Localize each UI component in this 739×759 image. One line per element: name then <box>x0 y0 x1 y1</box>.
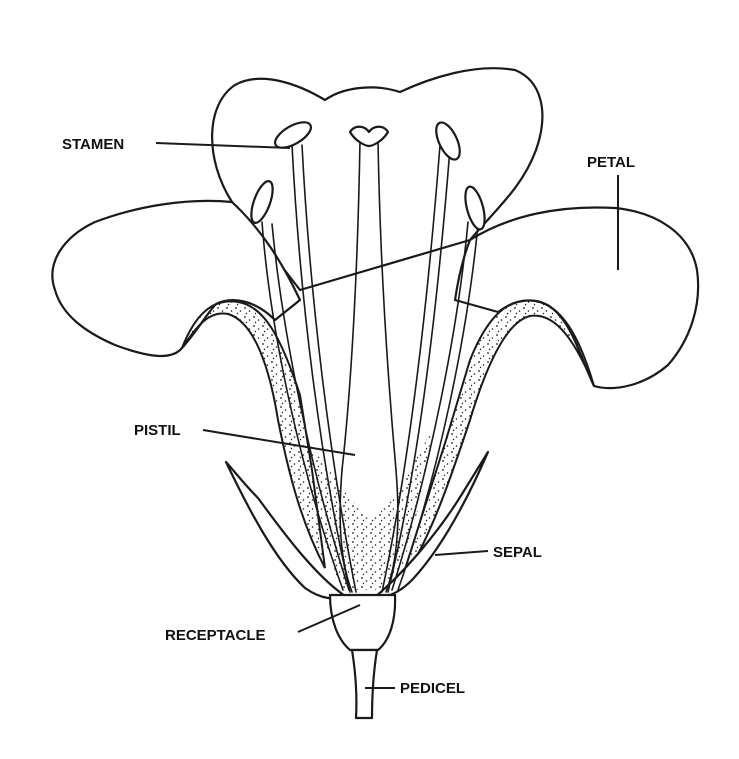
pistil-style-b <box>377 139 397 471</box>
pistil-label: PISTIL <box>134 422 181 439</box>
anther-2 <box>274 121 312 149</box>
tube-stipple <box>300 430 432 590</box>
pedicel-label: PEDICEL <box>400 680 465 697</box>
left-petal-rim <box>181 300 326 569</box>
sepal-leader <box>434 550 489 556</box>
filament-4 <box>391 221 469 591</box>
left-petal <box>51 199 302 358</box>
pistil-style <box>341 139 361 471</box>
filament-4b <box>397 223 479 591</box>
filament-2b <box>301 144 357 593</box>
receptacle <box>328 593 397 652</box>
stamen-leader <box>155 142 291 149</box>
pedicel <box>350 648 379 720</box>
filament-1 <box>261 221 344 591</box>
petal-label: PETAL <box>587 154 635 171</box>
stamen-label: STAMEN <box>62 136 124 153</box>
sepal-label: SEPAL <box>493 544 542 561</box>
pistil-leader <box>202 429 356 456</box>
right-petal-rim <box>399 299 595 586</box>
filament-3 <box>381 144 441 593</box>
receptacle-label: RECEPTACLE <box>165 627 266 644</box>
receptacle-leader <box>297 604 361 633</box>
filament-3b <box>387 147 451 593</box>
anther-4 <box>464 185 486 231</box>
anther-1 <box>250 180 274 224</box>
anther-3 <box>435 121 461 161</box>
filament-1b <box>271 223 350 591</box>
pistil-ovary <box>339 469 399 593</box>
filament-2 <box>291 144 351 593</box>
pistil-stigma <box>348 125 390 148</box>
